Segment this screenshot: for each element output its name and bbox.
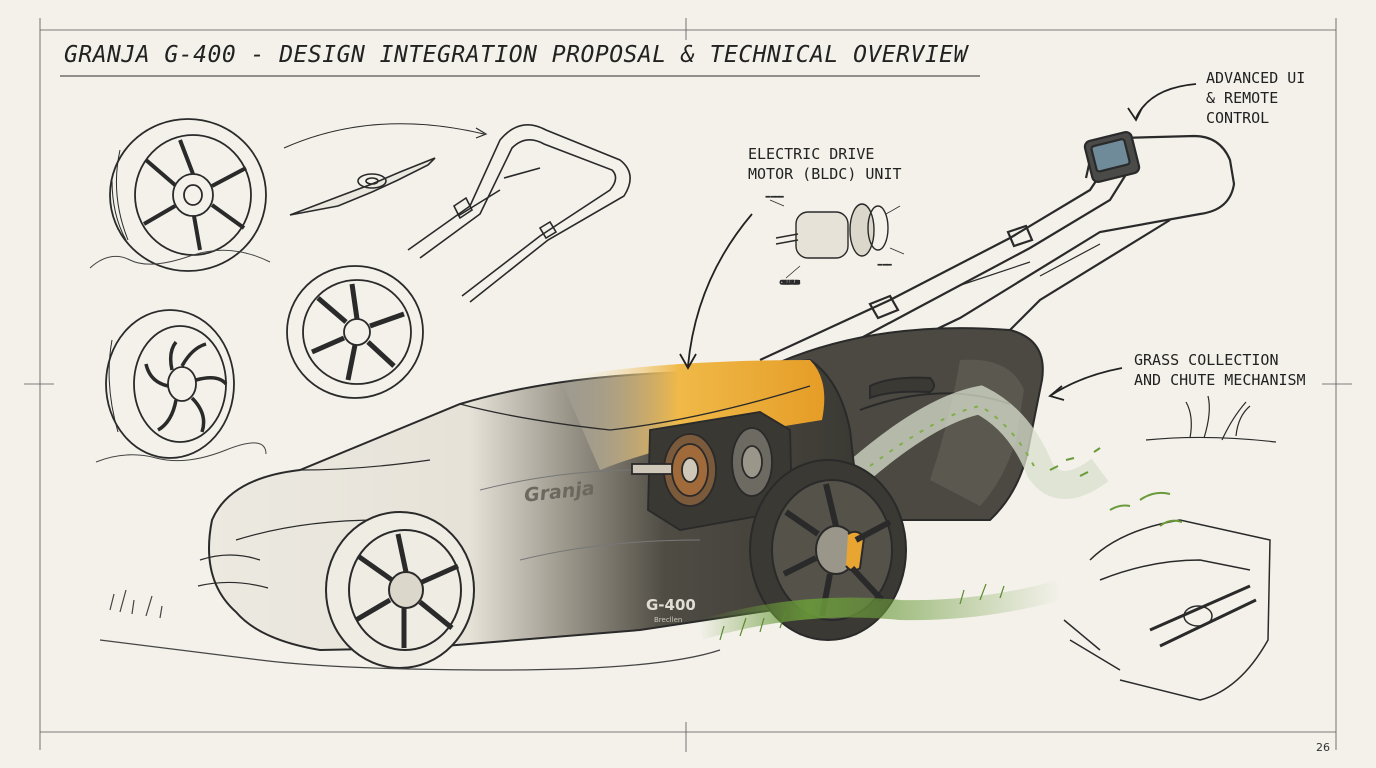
callout-line: AND CHUTE MECHANISM	[1134, 371, 1306, 389]
model-sublabel: Brecllen	[654, 616, 682, 624]
wheel-sketch-1	[89, 118, 271, 272]
wheel-sketch-2	[95, 309, 267, 463]
rear-wheel	[749, 459, 907, 641]
ground-grass	[99, 580, 1063, 671]
front-wheel	[325, 511, 475, 669]
callout-grass-collection: GRASS COLLECTION AND CHUTE MECHANISM	[1134, 350, 1306, 390]
callout-line: ADVANCED UI	[1206, 69, 1306, 87]
callout-advanced-ui: ADVANCED UI & REMOTE CONTROL	[1206, 68, 1305, 128]
callout-line: MOTOR (BLDC) UNIT	[748, 165, 902, 183]
svg-text:— ———: — ———	[766, 194, 783, 199]
grass-doodle	[1145, 395, 1277, 443]
callout-line: ELECTRIC DRIVE	[748, 145, 875, 163]
svg-text:— ——: — ——	[878, 262, 891, 267]
callout-motor: ELECTRIC DRIVE MOTOR (BLDC) UNIT	[748, 144, 902, 184]
callout-line: CONTROL	[1206, 109, 1270, 127]
wheel-sketch-3	[286, 265, 424, 399]
svg-text:CELLULES: CELLULES	[780, 280, 800, 285]
page-number: 26	[1316, 741, 1330, 754]
motor-detail-sketch: — ——— CELLULES — ——	[765, 193, 905, 286]
frame-lines	[24, 18, 1352, 752]
grass-flow	[850, 385, 1109, 499]
main-handle	[759, 130, 1236, 381]
callout-line: GRASS COLLECTION	[1134, 351, 1279, 369]
chute-sketch	[1063, 491, 1271, 701]
blade-sketch	[283, 123, 488, 216]
callout-arrows	[679, 83, 1197, 401]
page-title: GRANJA G-400 - DESIGN INTEGRATION PROPOS…	[64, 42, 968, 68]
callout-line: & REMOTE	[1206, 89, 1279, 107]
handle-sketch	[407, 124, 631, 303]
model-label: G-400	[646, 596, 696, 614]
